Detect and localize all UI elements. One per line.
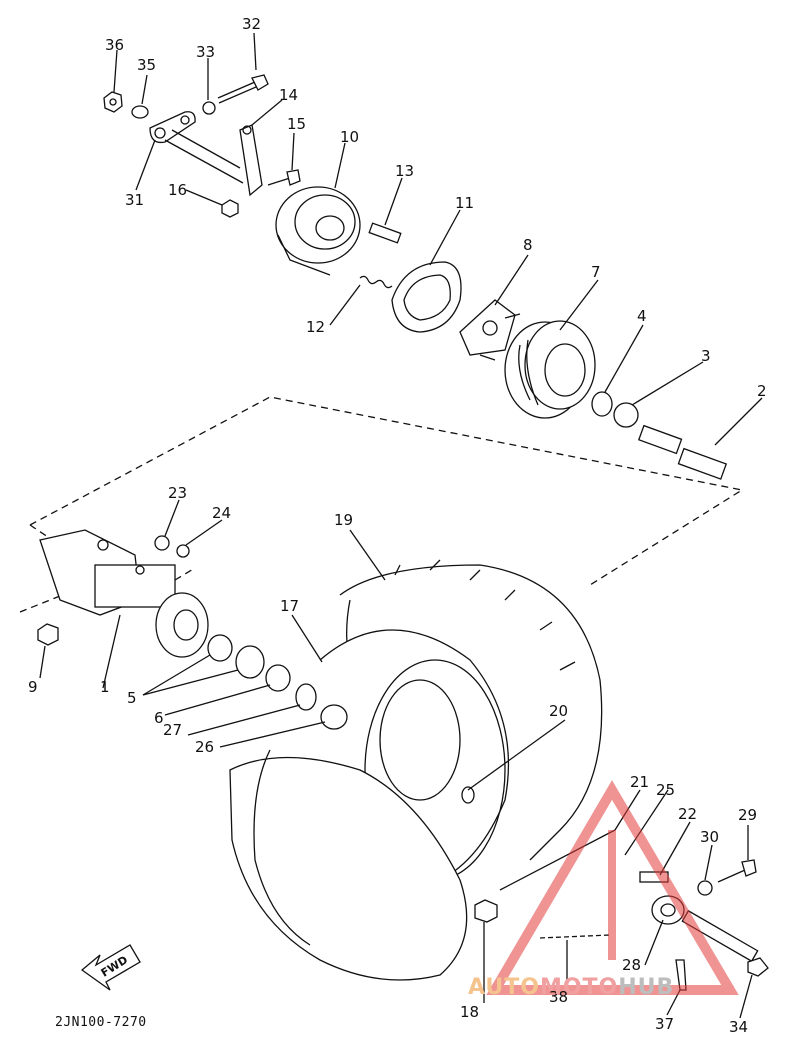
seal-3 — [613, 402, 639, 428]
plate-8 — [459, 299, 521, 361]
spring-12 — [359, 275, 393, 289]
callout-32: 32 — [242, 15, 262, 33]
valve-20 — [461, 786, 475, 804]
collar-26 — [320, 704, 348, 730]
callout-4: 4 — [637, 307, 647, 325]
callout-22: 22 — [678, 805, 698, 823]
callout-16: 16 — [168, 181, 188, 199]
callout-37: 37 — [655, 1015, 675, 1033]
nut-23 — [154, 535, 170, 551]
assembly-dashed-outline — [29, 396, 744, 586]
callout-33: 33 — [196, 43, 216, 61]
nut-18 — [474, 899, 498, 923]
callout-31: 31 — [125, 191, 145, 209]
callout-29: 29 — [738, 806, 758, 824]
bearing-4 — [591, 391, 613, 417]
callout-6: 6 — [154, 709, 164, 727]
pin-13 — [368, 222, 402, 244]
bolt-15 — [267, 169, 301, 186]
callout-25: 25 — [656, 781, 676, 799]
bearing-5b — [235, 645, 265, 679]
fwd-arrow — [80, 944, 141, 991]
callout-19: 19 — [334, 511, 354, 529]
part-code: 2JN100-7270 — [55, 1015, 147, 1030]
spacer-2 — [637, 424, 728, 480]
callout-11: 11 — [455, 194, 475, 212]
callout-30: 30 — [700, 828, 720, 846]
nut-36 — [103, 91, 123, 113]
spacer-27 — [295, 683, 317, 711]
callout-14: 14 — [279, 86, 299, 104]
bearing-5a — [207, 634, 233, 662]
callout-8: 8 — [523, 236, 533, 254]
callout-3: 3 — [701, 347, 711, 365]
bolt-32 — [217, 74, 269, 104]
washer-35 — [131, 105, 149, 119]
tire-front — [229, 749, 468, 981]
nut-16 — [221, 199, 239, 218]
brake-drum-7 — [504, 320, 596, 419]
callout-27: 27 — [163, 721, 183, 739]
watermark-part-moto: MOTO — [539, 975, 619, 1000]
arm-14 — [239, 124, 263, 197]
callout-21: 21 — [630, 773, 650, 791]
nut-9 — [37, 623, 59, 646]
brake-panel-10 — [275, 186, 361, 276]
callout-17: 17 — [280, 597, 300, 615]
callout-38: 38 — [549, 988, 569, 1006]
nut-30 — [697, 880, 713, 896]
pin-34 — [681, 909, 769, 977]
callout-23: 23 — [168, 484, 188, 502]
watermark-logo — [486, 780, 739, 995]
watermark-part-hub: HUB — [618, 975, 675, 1000]
callout-12: 12 — [306, 318, 326, 336]
washer-24 — [176, 544, 190, 558]
callout-5: 5 — [127, 689, 137, 707]
callout-20: 20 — [549, 702, 569, 720]
seal-6 — [265, 664, 291, 692]
chain-38 — [539, 934, 611, 939]
watermark-text: AUTOMOTOHUB — [468, 975, 674, 1000]
callout-34: 34 — [729, 1018, 749, 1036]
callout-2: 2 — [757, 382, 767, 400]
callout-28: 28 — [622, 956, 642, 974]
nut-33 — [202, 101, 216, 115]
callout-35: 35 — [137, 56, 157, 74]
callout-7: 7 — [591, 263, 601, 281]
callout-10: 10 — [340, 128, 360, 146]
callout-9: 9 — [28, 678, 38, 696]
callout-1: 1 — [100, 678, 110, 696]
callout-26: 26 — [195, 738, 215, 756]
brake-shoes-11 — [391, 261, 462, 333]
callout-13: 13 — [395, 162, 415, 180]
callout-18: 18 — [460, 1003, 480, 1021]
callout-36: 36 — [105, 36, 125, 54]
callout-15: 15 — [287, 115, 307, 133]
watermark-part-auto: AUTO — [468, 975, 540, 1000]
cam-lever-31 — [149, 111, 196, 144]
callout-24: 24 — [212, 504, 232, 522]
bolt-29 — [717, 859, 757, 883]
hub-1 — [39, 529, 209, 658]
